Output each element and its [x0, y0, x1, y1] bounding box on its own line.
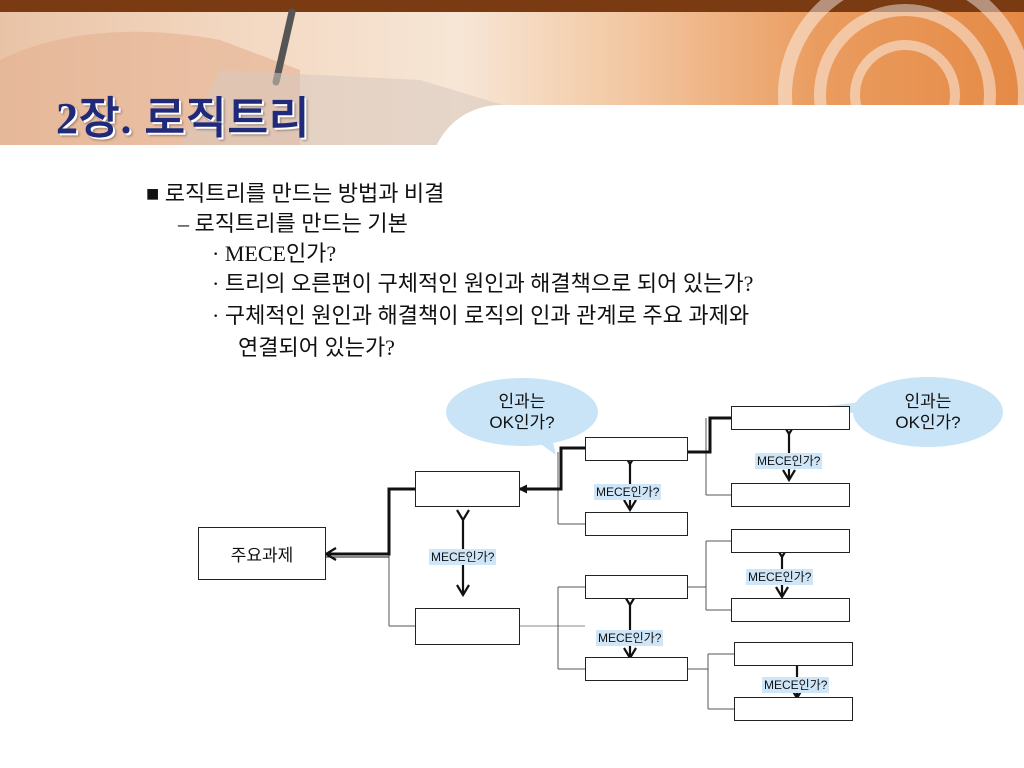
bubble-left-line2: OK인가?	[489, 413, 555, 432]
level1-box-bottom	[415, 608, 520, 645]
root-box-label: 주요과제	[230, 546, 294, 565]
mece-label-level3-c: MECE인가?	[762, 677, 830, 693]
mece-label-level1: MECE인가?	[429, 549, 497, 565]
bullet-heading: ■ 로직트리를 만드는 방법과 비결	[146, 181, 445, 206]
level3-box-5	[734, 642, 853, 666]
root-box-main-task: 주요과제	[198, 527, 326, 580]
bubble-right-line2: OK인가?	[895, 413, 961, 432]
point-causal-link-cont: 연결되어 있는가?	[238, 335, 395, 360]
header-top-bar	[0, 0, 1024, 12]
bubble-left-line1: 인과는	[498, 392, 546, 411]
point-tree-right: · 트리의 오른편이 구체적인 원인과 해결책으로 되어 있는가?	[212, 271, 754, 296]
bubble-right-line1: 인과는	[904, 392, 952, 411]
mece-label-level3-b: MECE인가?	[746, 569, 814, 585]
level3-box-6	[734, 697, 853, 721]
level3-box-4	[731, 598, 850, 622]
mece-label-level3-a: MECE인가?	[755, 453, 823, 469]
slide-title: 2장. 로직트리	[56, 94, 311, 143]
header-white-curve	[430, 105, 1024, 145]
level2-box-2	[585, 512, 688, 536]
point-mece: · MECE인가?	[212, 241, 337, 266]
level2-box-3	[585, 575, 688, 599]
level2-box-4	[585, 657, 688, 681]
sub-heading: – 로직트리를 만드는 기본	[178, 211, 408, 236]
slide-header: 2장. 로직트리	[0, 0, 1024, 145]
bubble-left	[446, 378, 598, 455]
level3-box-2	[731, 483, 850, 507]
mece-label-level2-bottom: MECE인가?	[596, 630, 664, 646]
bubble-left-text: 인과는 OK인가?	[467, 391, 577, 433]
mece-label-level2-top: MECE인가?	[594, 484, 662, 500]
level2-box-1	[585, 437, 688, 461]
header-decoration	[0, 0, 1024, 145]
bold-causal-path	[323, 416, 731, 561]
level1-box-top	[415, 471, 520, 507]
point-causal-link: · 구체적인 원인과 해결책이 로직의 인과 관계로 주요 과제와	[212, 303, 750, 328]
level3-box-1	[731, 406, 850, 430]
level3-box-3	[731, 529, 850, 553]
bubble-right-text: 인과는 OK인가?	[873, 391, 983, 433]
